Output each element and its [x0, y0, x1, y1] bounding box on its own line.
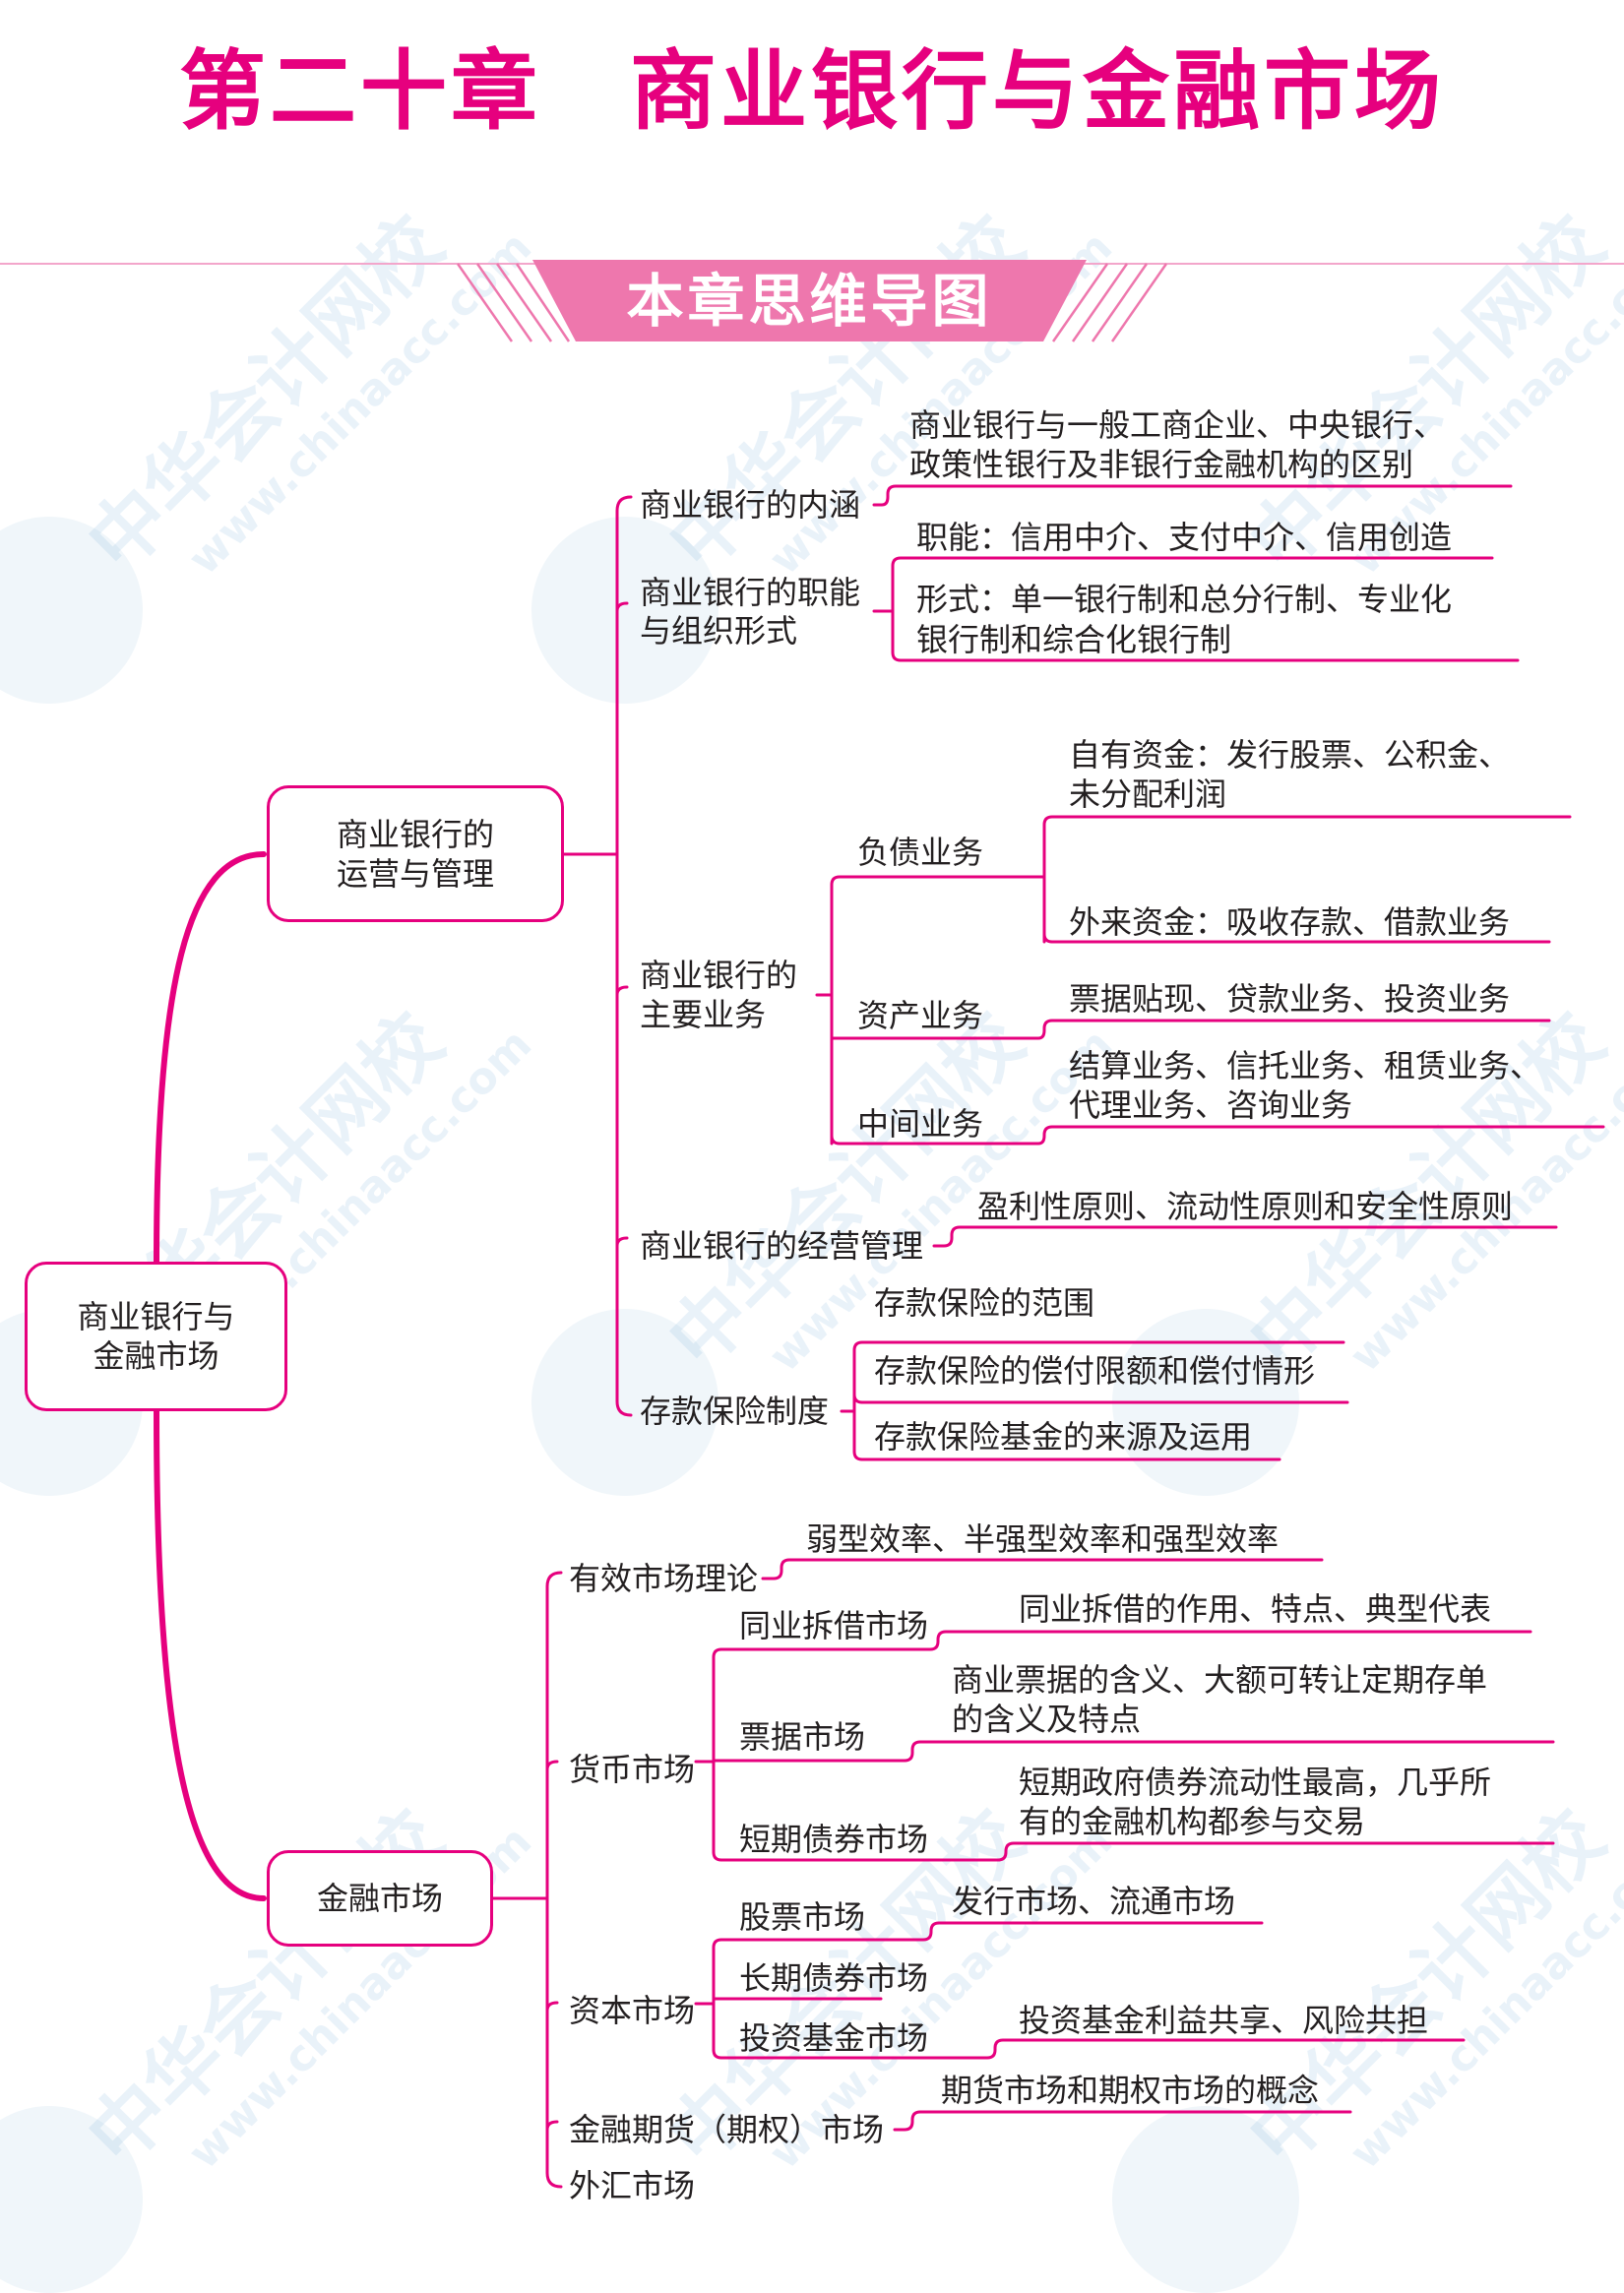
- leaf-external-funds: 外来资金：吸收存款、借款业务: [1069, 903, 1511, 941]
- leaf-insurance: 存款保险的偿付限额和偿付情形: [874, 1352, 1316, 1390]
- node-long-bond: 长期债券市场: [739, 1959, 929, 1997]
- leaf-connotation: 政策性银行及非银行金融机构的区别: [909, 446, 1414, 483]
- node-function: 与组织形式: [640, 612, 798, 650]
- root-line: 商业银行与: [77, 1298, 235, 1335]
- node-business: 主要业务: [640, 996, 767, 1033]
- node-connotation: 商业银行的内涵: [640, 486, 861, 524]
- node-insurance: 存款保险制度: [640, 1393, 830, 1430]
- leaf-own-funds: 自有资金：发行股票、公积金、: [1069, 736, 1511, 774]
- leaf-bill-market: 的含义及特点: [952, 1701, 1142, 1738]
- chapter-number: 第二十章: [178, 39, 541, 142]
- leaf-short-bond: 短期政府债券流动性最高，几乎所: [1019, 1764, 1492, 1801]
- watermark-logo: [531, 517, 718, 704]
- node-efficient-market: 有效市场理论: [569, 1560, 759, 1597]
- node-asset: 资产业务: [857, 997, 984, 1034]
- banner-mindmap-title: 本章思维导图: [626, 268, 993, 335]
- leaf-function: 职能：信用中介、支付中介、信用创造: [916, 519, 1453, 556]
- node-bank-operation: 商业银行的运营与管理: [267, 785, 564, 922]
- leaf-insurance: 存款保险基金的来源及运用: [874, 1418, 1253, 1456]
- node-fund-market: 投资基金市场: [739, 2019, 929, 2057]
- node-short-bond: 短期债券市场: [739, 1821, 929, 1858]
- root-node: 商业银行与金融市场: [25, 1262, 287, 1411]
- leaf-management: 盈利性原则、流动性原则和安全性原则: [977, 1188, 1514, 1225]
- leaf-stock-market: 发行市场、流通市场: [952, 1883, 1236, 1920]
- leaf-form: 形式：单一银行制和总分行制、专业化: [916, 581, 1453, 618]
- node-bill-market: 票据市场: [739, 1718, 866, 1756]
- node-intermediate: 中间业务: [857, 1105, 984, 1143]
- leaf-bill-market: 商业票据的含义、大额可转让定期存单: [952, 1661, 1488, 1699]
- node-management: 商业银行的经营管理: [640, 1227, 924, 1265]
- leaf-fund-market: 投资基金利益共享、风险共担: [1019, 2002, 1429, 2039]
- node-money-market: 货币市场: [569, 1751, 696, 1788]
- node-line: 运营与管理: [336, 854, 494, 893]
- leaf-futures-market: 期货市场和期权市场的概念: [941, 2072, 1320, 2109]
- node-futures-market: 金融期货（期权）市场: [569, 2111, 885, 2148]
- node-forex-market: 外汇市场: [569, 2167, 696, 2204]
- node-liability: 负债业务: [857, 834, 984, 871]
- node-function: 商业银行的职能: [640, 574, 861, 611]
- node-interbank: 同业拆借市场: [739, 1607, 929, 1644]
- leaf-own-funds: 未分配利润: [1069, 775, 1227, 813]
- root-line: 金融市场: [93, 1337, 219, 1375]
- leaf-efficient-market: 弱型效率、半强型效率和强型效率: [806, 1520, 1280, 1558]
- node-line: 金融市场: [316, 1880, 443, 1917]
- banner-shape: [456, 260, 1168, 342]
- leaf-intermediate: 结算业务、信托业务、租赁业务、: [1069, 1047, 1542, 1085]
- node-business: 商业银行的: [640, 957, 798, 994]
- leaf-short-bond: 有的金融机构都参与交易: [1019, 1803, 1366, 1840]
- page-title: 第二十章商业银行与金融市场: [0, 22, 1624, 147]
- node-stock-market: 股票市场: [739, 1898, 866, 1936]
- node-line: 商业银行的: [336, 815, 494, 853]
- leaf-intermediate: 代理业务、咨询业务: [1069, 1086, 1353, 1124]
- mindmap-lines: [154, 260, 1605, 2189]
- leaf-connotation: 商业银行与一般工商企业、中央银行、: [909, 406, 1446, 444]
- leaf-asset: 票据贴现、贷款业务、投资业务: [1069, 980, 1511, 1018]
- node-capital-market: 资本市场: [569, 1992, 696, 2029]
- leaf-insurance: 存款保险的范围: [874, 1284, 1095, 1322]
- node-financial-market: 金融市场: [267, 1850, 493, 1947]
- chapter-name: 商业银行与金融市场: [630, 39, 1446, 142]
- leaf-form: 银行制和综合化银行制: [916, 621, 1232, 658]
- leaf-interbank: 同业拆借的作用、特点、典型代表: [1019, 1590, 1492, 1628]
- watermark-logo: [531, 1309, 718, 1496]
